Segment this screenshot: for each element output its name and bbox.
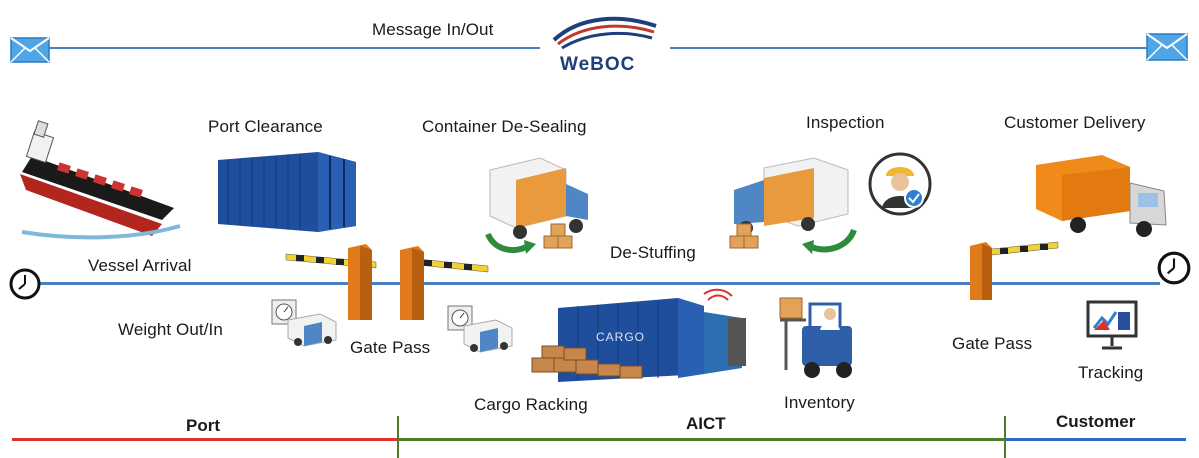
weboc-logo: WeBOC — [540, 6, 670, 78]
aict-segment-line — [398, 438, 1006, 441]
clock-icon — [9, 268, 41, 300]
port-segment-line — [12, 438, 398, 441]
process-line — [40, 282, 1160, 285]
weight-label: Weight Out/In — [118, 320, 223, 339]
container-icon — [218, 152, 356, 232]
segment-divider — [1004, 416, 1006, 458]
delivery-truck-icon — [1036, 155, 1167, 237]
customer-segment-label: Customer — [1056, 412, 1136, 431]
truck-unloading-icon — [729, 157, 857, 254]
port-clearance-label: Port Clearance — [208, 117, 323, 136]
gate-pass-label-2: Gate Pass — [952, 334, 1033, 353]
gate-barrier-icon — [400, 246, 489, 320]
cargo-container: CARGO — [528, 288, 778, 388]
clock-icon — [1157, 251, 1191, 285]
gate-barrier-icon — [970, 241, 1059, 300]
forklift-icon — [779, 297, 852, 378]
message-label: Message In/Out — [372, 20, 494, 39]
customer-delivery-label: Customer Delivery — [1004, 113, 1146, 132]
aict-segment-label: AICT — [686, 414, 726, 433]
segment-divider — [397, 416, 399, 458]
ship-icon — [20, 120, 181, 240]
gate-barrier-icon — [285, 244, 377, 320]
de-stuffing-label: De-Stuffing — [610, 243, 696, 262]
inspection-label: Inspection — [806, 113, 885, 132]
vessel-arrival-label: Vessel Arrival — [88, 256, 192, 275]
scale-truck-icon — [271, 299, 337, 347]
customer-segment-line — [1006, 438, 1186, 441]
envelope-icon — [10, 37, 50, 63]
port-segment-label: Port — [186, 416, 220, 435]
gate-pass-label-1: Gate Pass — [350, 338, 431, 357]
inspector-icon — [868, 152, 932, 216]
weboc-logo-text: WeBOC — [560, 54, 636, 75]
cargo-container-text: CARGO — [596, 330, 646, 344]
cargo-container-icon — [531, 288, 746, 382]
truck-unloading-icon — [485, 157, 588, 254]
weboc-logo-icon — [552, 16, 657, 50]
tracking-label: Tracking — [1078, 363, 1144, 382]
tracking-monitor-icon — [1086, 300, 1138, 350]
inventory-label: Inventory — [784, 393, 855, 412]
container-desealing-label: Container De-Sealing — [422, 117, 587, 136]
cargo-racking-label: Cargo Racking — [474, 395, 588, 414]
scale-truck-icon — [447, 305, 513, 353]
envelope-icon — [1146, 33, 1188, 61]
